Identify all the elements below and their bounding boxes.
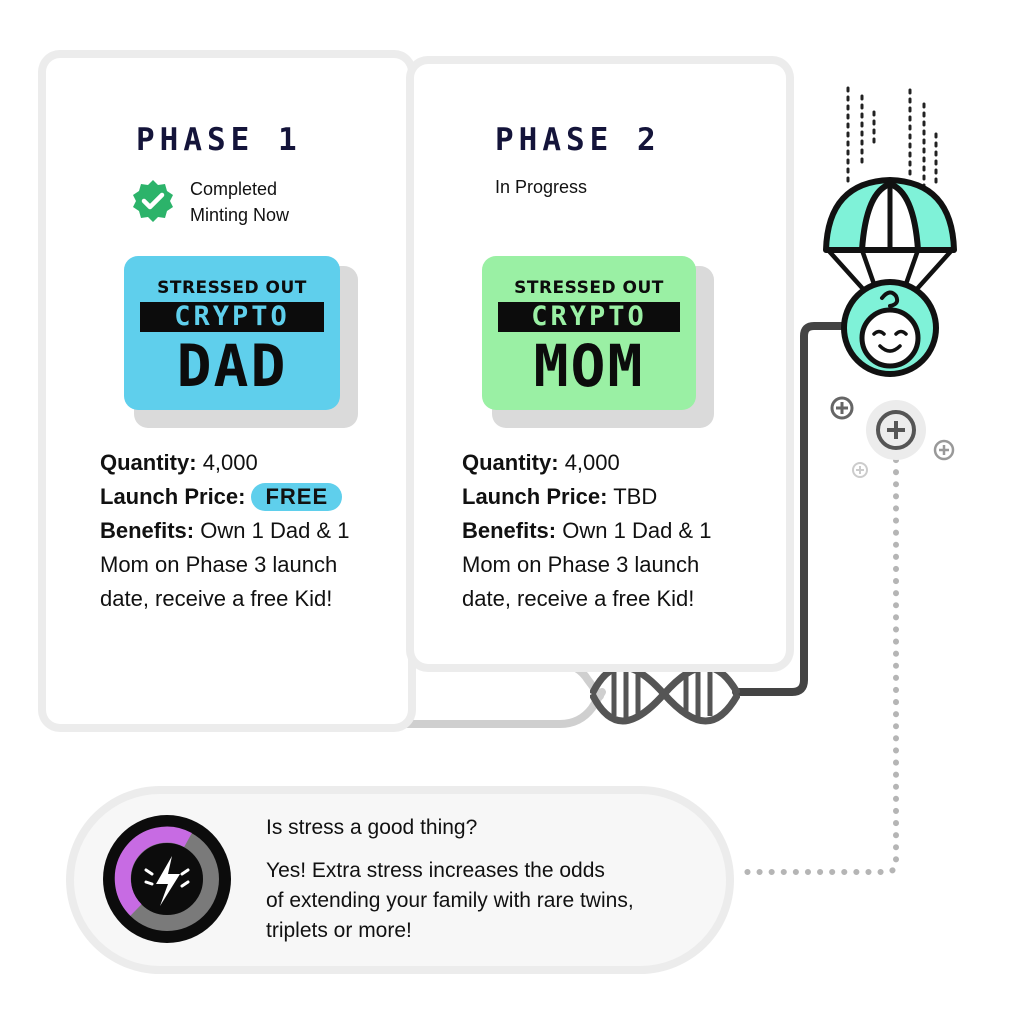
phase-2-quantity-value: 4,000 [564,450,620,475]
phase-1-benefits-label: Benefits: [100,518,195,543]
phase-1-quantity-label: Quantity: [100,450,197,475]
faq-answer-line2: of extending your family with rare twins… [266,889,634,912]
stress-gauge-lightning-icon [103,815,231,943]
phase-2-details: Quantity: 4,000 Launch Price: TBD Benefi… [462,446,772,616]
mom-logo-middle-text: CRYPTO [531,301,647,332]
dad-logo-top-text: STRESSED OUT [157,278,307,298]
phase-1-benefits-line3: date, receive a free Kid! [100,586,333,611]
faq-question: Is stress a good thing? [266,816,478,839]
phase-1-benefits-line1: Own 1 Dad & 1 [200,518,350,543]
phase-2-price-label: Launch Price: [462,484,608,509]
phase-1-quantity-value: 4,000 [202,450,258,475]
phase-2-benefits-line3: date, receive a free Kid! [462,586,695,611]
phase-1-price-badge: FREE [251,483,343,511]
dad-logo-middle-text: CRYPTO [174,301,290,332]
crypto-dad-logo: STRESSED OUT CRYPTO DAD [124,256,340,410]
phase-1-price-label: Launch Price: [100,484,246,509]
faq-answer-line1: Yes! Extra stress increases the odds [266,859,605,882]
faq-answer: Yes! Extra stress increases the odds of … [266,856,634,946]
phase-2-status: In Progress [495,177,588,197]
phase-2-benefits-line1: Own 1 Dad & 1 [562,518,712,543]
mom-logo-bar: CRYPTO [498,302,680,332]
dad-logo-bar: CRYPTO [140,302,324,332]
faq-answer-line3: triplets or more! [266,919,412,942]
dad-logo-bottom-text: DAD [176,332,288,400]
plus-circle-icon [830,396,955,478]
phase-1-status-minting: Minting Now [190,205,290,225]
mom-logo-top-text: STRESSED OUT [514,278,664,298]
phase-1-status-completed: Completed [190,179,278,199]
phase-1-title: PHASE 1 [136,122,302,158]
phase-2-title: PHASE 2 [495,122,661,158]
crypto-mom-logo: STRESSED OUT CRYPTO MOM [482,256,696,410]
phase-1-status: Completed Minting Now [190,176,289,228]
phase-1-benefits-line2: Mom on Phase 3 launch [100,552,338,577]
parachute-baby-icon [823,86,957,377]
dna-helix-icon [590,663,740,725]
phase-2-benefits-line2: Mom on Phase 3 launch [462,552,700,577]
phase-2-benefits-label: Benefits: [462,518,557,543]
phase-1-details: Quantity: 4,000 Launch Price:FREE Benefi… [100,446,400,616]
phase-2-price-value: TBD [613,484,658,509]
mom-logo-bottom-text: MOM [533,332,645,400]
phase-2-quantity-label: Quantity: [462,450,559,475]
verified-check-icon [133,180,173,222]
